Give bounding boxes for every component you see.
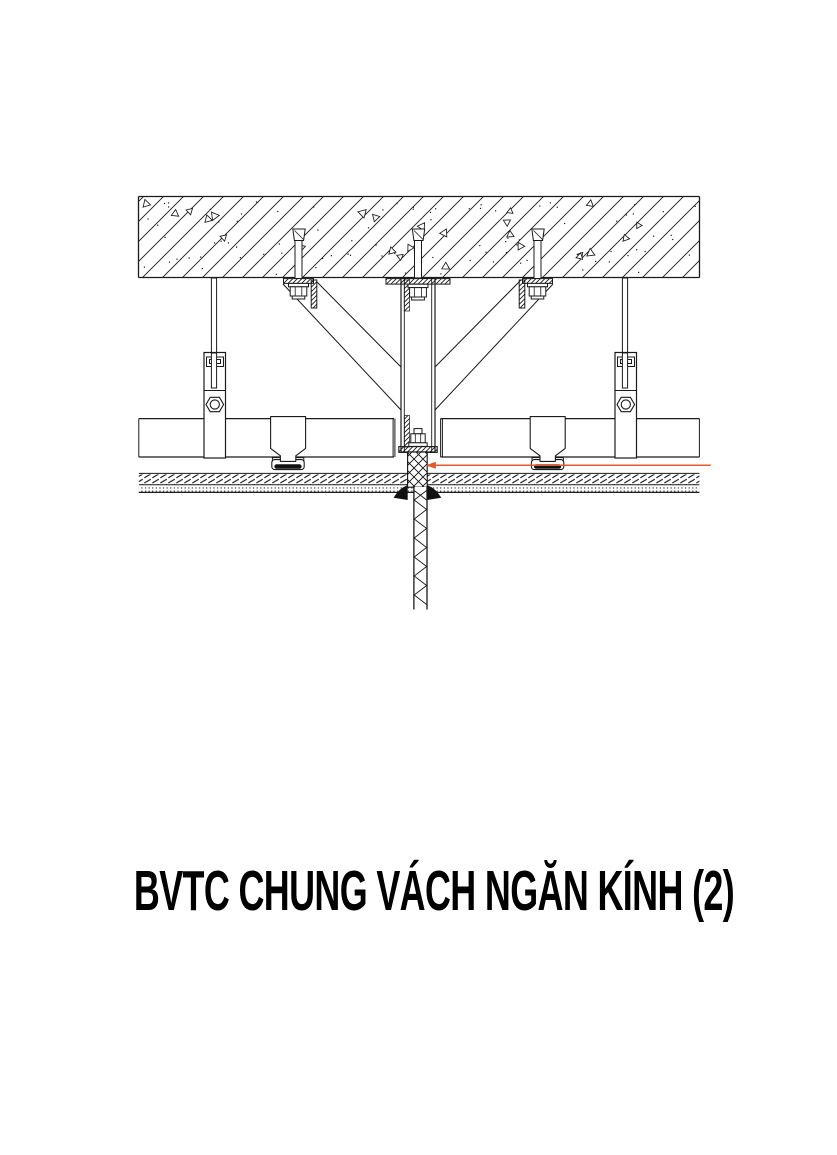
hanger-rod-right (621, 277, 629, 354)
furring-channel-left (270, 416, 307, 471)
main-runner (138, 418, 700, 458)
hanger-bracket-left (203, 351, 227, 459)
glass-hatch-zigzag (413, 490, 428, 605)
hanger-rod-left (210, 277, 218, 354)
diagonal-brace-left (282, 281, 402, 411)
drawing-title-text: BVTC CHUNG VÁCH NGĂN KÍNH (2) (133, 859, 735, 923)
sealant-right (427, 485, 442, 500)
highlight-leader (425, 461, 711, 469)
glass-partition (393, 451, 442, 610)
anchor-bolt-center (411, 228, 426, 279)
anchor-bolt-left (283, 228, 318, 309)
diagonal-brace-right (434, 281, 554, 411)
furring-channel-right (529, 416, 566, 471)
anchor-bolt-right (518, 228, 553, 309)
hanger-bracket-right (614, 351, 638, 459)
glass-faces (413, 487, 428, 610)
vertical-support-member (385, 277, 451, 453)
drawing-title: BVTC CHUNG VÁCH NGĂN KÍNH (2) (134, 863, 735, 920)
leader-arrowhead (425, 461, 436, 469)
ceiling-glass-partition-detail (137, 195, 711, 610)
sealant-left (393, 485, 408, 500)
